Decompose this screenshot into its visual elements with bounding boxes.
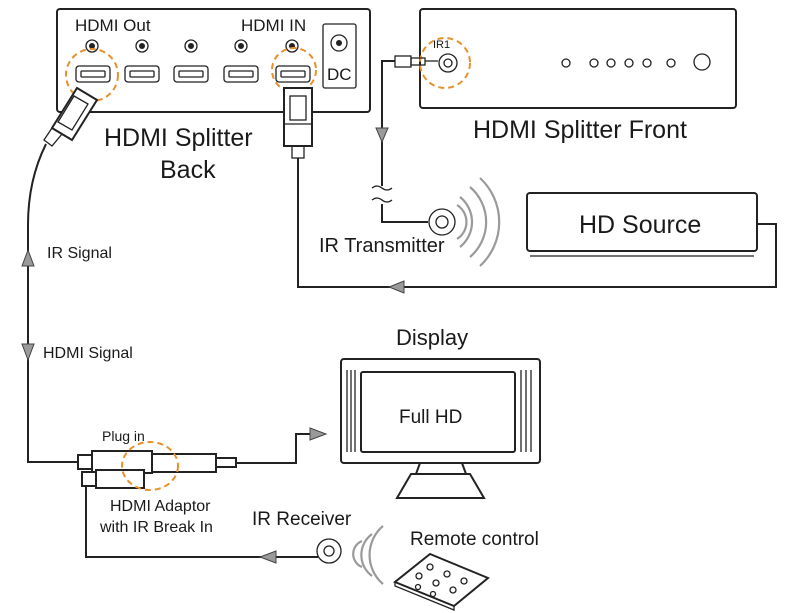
ir-transmitter-cable [381, 60, 428, 223]
right-speaker-grille [520, 370, 532, 452]
remote-control [393, 552, 490, 611]
ir-transmitter [428, 208, 456, 236]
hd-source-box: HD Source [526, 192, 758, 257]
splitter-to-adaptor-cable [27, 143, 78, 463]
ir1-label: IR1 [433, 39, 450, 51]
hdmi-in-arrow [387, 280, 405, 294]
plug-in-label: Plug in [102, 428, 145, 444]
hdmi-in-plug [283, 87, 313, 159]
ir1-highlight [419, 37, 471, 89]
hdmi-in-port [275, 65, 311, 83]
left-speaker-grille [346, 370, 356, 452]
full-hd-label: Full HD [399, 407, 462, 428]
hdmi-in-label: HDMI IN [241, 16, 306, 35]
display-title: Display [396, 325, 468, 350]
ir-receiver-waves [352, 525, 384, 585]
splitter-back-panel: HDMI Out HDMI IN DC [56, 8, 371, 113]
hdmi-out-port [75, 65, 259, 83]
hdmi-out-plug [43, 86, 99, 147]
ir-receiver-label: IR Receiver [252, 509, 352, 530]
hdmi-signal-arrow [21, 343, 35, 362]
ir-receiver [316, 538, 342, 564]
splitter-back-title-line2: Back [160, 156, 216, 184]
splitter-front-title: HDMI Splitter Front [473, 116, 687, 144]
hdmi-adaptor [77, 441, 237, 491]
splitter-back-title-line1: HDMI Splitter [104, 124, 253, 152]
display-arrow [309, 427, 328, 441]
adaptor-label-line2: with IR Break In [99, 519, 213, 536]
ir-transmitter-waves [456, 177, 501, 267]
ir-receiver-arrow [258, 550, 277, 564]
dc-jack [322, 23, 357, 89]
splitter-front-panel: IR1 [419, 8, 737, 109]
hd-source-label: HD Source [579, 211, 701, 239]
dc-label: DC [327, 65, 352, 84]
display-tv: Full HD [340, 358, 541, 499]
ir-transmitter-label: IR Transmitter [319, 235, 445, 257]
ir-signal-label: IR Signal [47, 245, 112, 262]
hd-source-to-splitter-cable [297, 158, 777, 288]
adaptor-to-display-cable [236, 433, 318, 464]
remote-control-label: Remote control [410, 529, 539, 550]
front-indicator-leds [561, 53, 711, 71]
adaptor-highlight [121, 441, 179, 491]
ir-signal-arrow [21, 248, 35, 267]
adaptor-label-line1: HDMI Adaptor [110, 498, 211, 515]
hdmi-signal-label: HDMI Signal [43, 345, 133, 362]
hdmi-out-label: HDMI Out [75, 16, 151, 35]
ir-transmitter-arrow [375, 127, 389, 144]
ir-receiver-cable [85, 486, 318, 558]
